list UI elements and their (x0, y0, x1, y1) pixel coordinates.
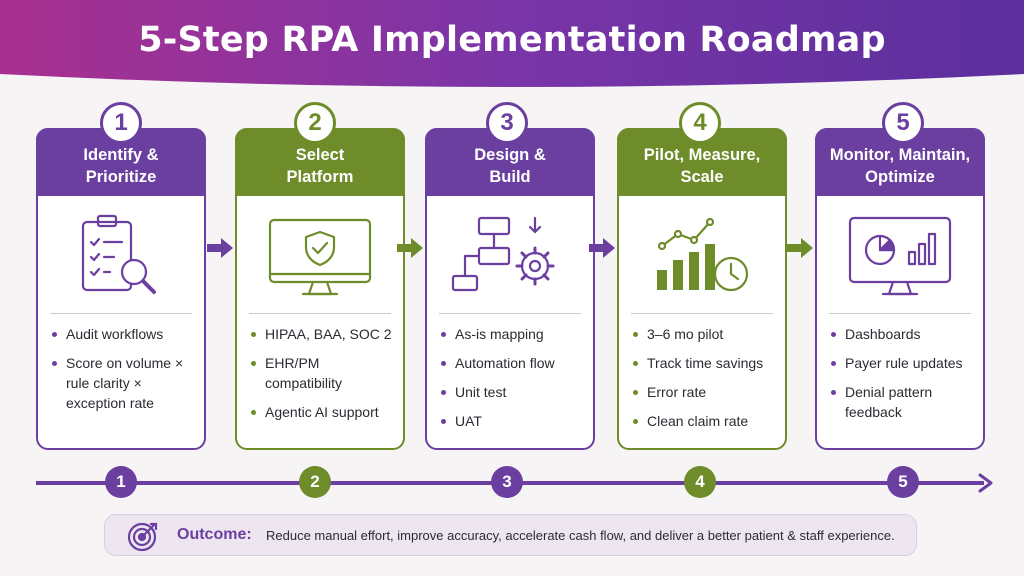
bullet-item: Automation flow (437, 353, 589, 373)
header-banner: 5-Step RPA Implementation Roadmap (0, 0, 1024, 96)
step-3-title-line: Design & (474, 146, 546, 164)
arrow-right-icon (397, 238, 423, 258)
bullet-item: Audit workflows (48, 324, 200, 344)
card-divider (829, 313, 971, 314)
arrow-right-icon (207, 238, 233, 258)
step-1-title-line: Identify & (83, 146, 159, 164)
checklist-magnifier-icon (81, 214, 156, 294)
step-card-5: Monitor, Maintain, Optimize Dashboards P… (815, 128, 985, 450)
step-4-number-badge: 4 (679, 102, 721, 144)
timeline-dot-2: 2 (299, 466, 331, 498)
bullet-item: UAT (437, 411, 589, 431)
bullet-item: HIPAA, BAA, SOC 2 (247, 324, 399, 344)
step-1-header: Identify & Prioritize (36, 128, 206, 196)
step-5-number-badge: 5 (882, 102, 924, 144)
step-4-bullets: 3–6 mo pilot Track time savings Error ra… (629, 324, 781, 440)
timeline-dot-1: 1 (105, 466, 137, 498)
step-2-title-line: Select (295, 146, 345, 164)
step-5-title-line: Monitor, Maintain, (829, 146, 971, 164)
outcome-text: Reduce manual effort, improve accuracy, … (266, 528, 895, 543)
flowchart-gear-icon (451, 216, 555, 292)
step-card-2: Select Platform HIPAA, BAA, SOC 2 EHR/PM… (235, 128, 405, 450)
bullet-item: Error rate (629, 382, 781, 402)
bullet-item: Payer rule updates (827, 353, 979, 373)
step-1-title-line: Prioritize (85, 168, 157, 186)
timeline-dot-4: 4 (684, 466, 716, 498)
step-5-title-line: Optimize (865, 168, 935, 186)
step-card-3: Design & Build As-is mapping Automation … (425, 128, 595, 450)
step-3-number-badge: 3 (486, 102, 528, 144)
arrow-right-icon (787, 238, 813, 258)
dashboard-monitor-icon (848, 216, 952, 296)
arrow-right-icon (589, 238, 615, 258)
bullet-item: 3–6 mo pilot (629, 324, 781, 344)
step-2-bullets: HIPAA, BAA, SOC 2 EHR/PM compatibility A… (247, 324, 399, 431)
bullet-item: Score on volume × rule clarity × excepti… (48, 353, 200, 413)
bullet-item: Track time savings (629, 353, 781, 373)
monitor-shield-icon (268, 218, 372, 296)
timeline-dot-5: 5 (887, 466, 919, 498)
bullet-item: As-is mapping (437, 324, 589, 344)
step-4-title-line: Pilot, Measure, (643, 146, 761, 164)
target-icon (127, 522, 158, 552)
card-divider (439, 313, 581, 314)
step-card-1: Identify & Prioritize Audit workflows Sc… (36, 128, 206, 450)
step-2-number-badge: 2 (294, 102, 336, 144)
timeline-arrowhead-icon (978, 473, 993, 493)
timeline-dot-3: 3 (491, 466, 523, 498)
bullet-item: Unit test (437, 382, 589, 402)
bullet-item: EHR/PM compatibility (247, 353, 399, 393)
header-background (0, 0, 1024, 87)
step-4-title-line: Scale (680, 168, 724, 186)
card-divider (50, 313, 192, 314)
growth-chart-clock-icon (657, 217, 749, 292)
step-2-title-line: Platform (286, 168, 354, 186)
step-1-bullets: Audit workflows Score on volume × rule c… (48, 324, 200, 422)
step-5-bullets: Dashboards Payer rule updates Denial pat… (827, 324, 979, 431)
step-1-number-badge: 1 (100, 102, 142, 144)
step-3-title-line: Build (489, 168, 531, 186)
bullet-item: Clean claim rate (629, 411, 781, 431)
outcome-banner: Outcome: Reduce manual effort, improve a… (104, 514, 917, 556)
step-card-4: Pilot, Measure, Scale 3–6 mo pilot Track… (617, 128, 787, 450)
bullet-item: Dashboards (827, 324, 979, 344)
card-divider (249, 313, 391, 314)
bullet-item: Agentic AI support (247, 402, 399, 422)
step-3-bullets: As-is mapping Automation flow Unit test … (437, 324, 589, 440)
bullet-item: Denial pattern feedback (827, 382, 979, 422)
card-divider (631, 313, 773, 314)
outcome-label: Outcome: (177, 526, 252, 543)
page-title: 5-Step RPA Implementation Roadmap (138, 20, 886, 60)
